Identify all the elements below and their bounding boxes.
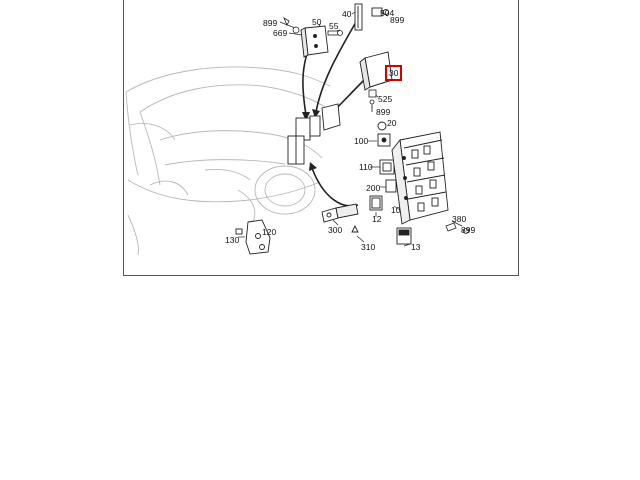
highlight-box-30 — [385, 65, 402, 81]
screw-669 — [283, 17, 300, 34]
callout-899-d[interactable]: 899 — [461, 225, 476, 235]
callout-40[interactable]: 40 — [342, 9, 352, 19]
callout-13[interactable]: 13 — [411, 242, 421, 252]
callout-110[interactable]: 110 — [359, 162, 373, 172]
callout-504[interactable]: 504 — [380, 8, 395, 18]
callout-55[interactable]: 55 — [329, 21, 339, 31]
part-50-module — [300, 25, 329, 58]
callout-10[interactable]: 10 — [391, 205, 401, 215]
callout-30[interactable]: 30 — [389, 68, 399, 78]
callout-20[interactable]: 20 — [387, 118, 397, 128]
callout-380[interactable]: 380 — [452, 214, 467, 224]
callout-50[interactable]: 50 — [312, 17, 322, 27]
callout-200[interactable]: 200 — [366, 183, 381, 193]
callout-899-c[interactable]: 899 — [376, 107, 391, 117]
callout-669[interactable]: 669 — [273, 28, 288, 38]
relay-components — [369, 121, 397, 211]
part-40-bracket — [354, 3, 389, 31]
part-525-clip — [368, 89, 377, 112]
part-10-fuse-box — [391, 131, 449, 225]
part-120-bracket — [235, 219, 271, 255]
callout-310[interactable]: 310 — [361, 242, 376, 252]
callout-300[interactable]: 300 — [328, 225, 343, 235]
callout-899-b[interactable]: 899 — [390, 15, 405, 25]
mount-bracket-modules — [287, 103, 341, 165]
callout-12[interactable]: 12 — [372, 214, 382, 224]
part-13-relay — [396, 227, 412, 245]
part-300-sensor — [321, 203, 359, 233]
part-55-screw — [327, 30, 343, 36]
callout-899[interactable]: 899 — [263, 18, 278, 28]
part-380-screw — [445, 222, 469, 234]
callout-525[interactable]: 525 — [378, 94, 393, 104]
callout-130[interactable]: 130 — [225, 235, 240, 245]
callout-120[interactable]: 120 — [262, 227, 277, 237]
callout-100[interactable]: 100 — [354, 136, 369, 146]
